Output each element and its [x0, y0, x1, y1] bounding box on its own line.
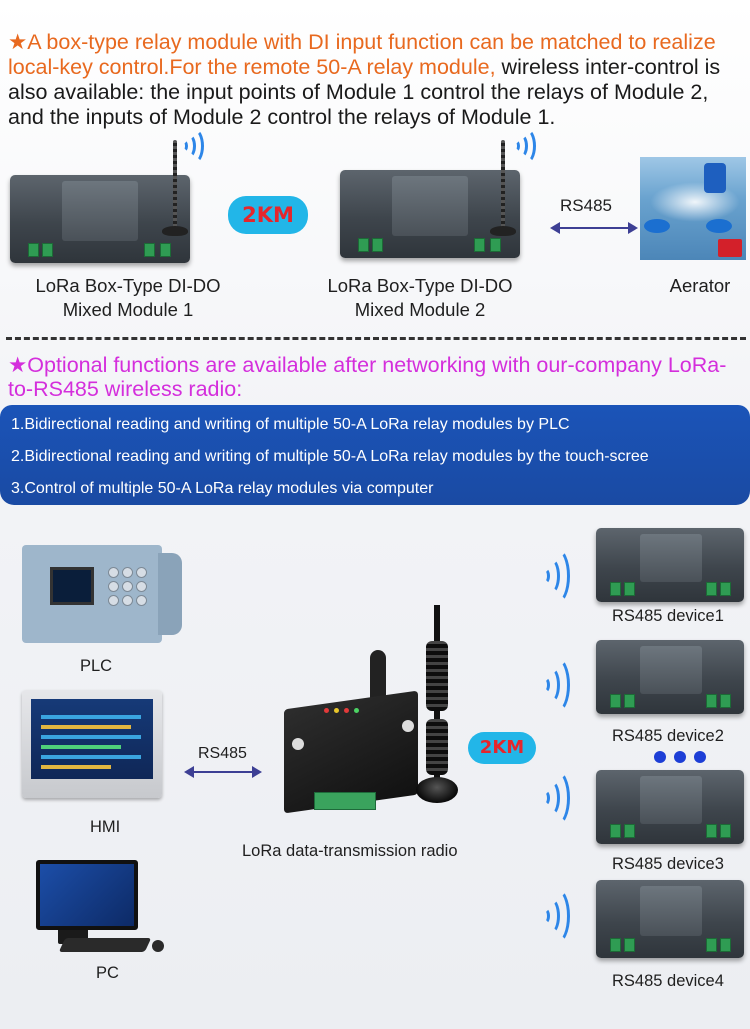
- terminal-block: [144, 243, 155, 257]
- lora-radio-image: [284, 680, 444, 830]
- module-lid: [62, 181, 138, 241]
- wireless-signal-icon: [540, 548, 570, 604]
- wireless-signal-icon: [540, 657, 570, 713]
- aerator-caption: Aerator: [669, 275, 731, 296]
- hmi-image: [22, 690, 162, 798]
- intro-black-text: wireless inter-control is also available…: [8, 55, 721, 129]
- antenna-icon: [416, 605, 460, 827]
- device-4-label: RS485 device4: [612, 972, 724, 990]
- rs485-label-bottom: RS485: [198, 745, 247, 762]
- relay-module-1-image: [10, 175, 190, 263]
- rs485-label-top: RS485: [560, 196, 612, 215]
- plc-label: PLC: [80, 657, 113, 675]
- bidirectional-arrow-icon: [550, 222, 638, 234]
- wireless-signal-icon: [180, 128, 210, 164]
- plc-image: [22, 545, 182, 643]
- rs485-device-2-image: [596, 640, 744, 714]
- wireless-signal-icon: [540, 888, 570, 944]
- device-2-label: RS485 device2: [612, 727, 724, 745]
- radio-label: LoRa data-transmission radio: [242, 842, 458, 860]
- device-3-label: RS485 device3: [612, 855, 724, 873]
- pc-label: PC: [96, 964, 119, 982]
- function-item-2: 2.Bidirectional reading and writing of m…: [11, 448, 649, 465]
- bidirectional-arrow-icon: [184, 766, 262, 778]
- wireless-signal-icon: [540, 770, 570, 826]
- module-1-caption: LoRa Box-Type DI-DO Mixed Module 1: [35, 275, 221, 320]
- intro-orange-text: ★A box-type relay module with DI input f…: [8, 30, 716, 79]
- device-1-label: RS485 device1: [612, 607, 724, 625]
- rs485-device-3-image: [596, 770, 744, 844]
- ellipsis-dot: [694, 751, 706, 763]
- function-item-3: 3.Control of multiple 50-A LoRa relay mo…: [11, 480, 434, 497]
- antenna-icon: [162, 140, 188, 250]
- rs485-device-4-image: [596, 880, 744, 958]
- pc-image: [36, 860, 164, 956]
- terminal-block: [28, 243, 39, 257]
- section-divider: [6, 337, 746, 340]
- module-2-caption: LoRa Box-Type DI-DO Mixed Module 2: [327, 275, 513, 320]
- terminal-block: [160, 243, 171, 257]
- distance-badge-top: 2KM: [228, 196, 308, 234]
- wireless-signal-icon: [512, 128, 542, 164]
- intro-paragraph: ★A box-type relay module with DI input f…: [8, 30, 746, 130]
- aerator-image: [640, 157, 746, 260]
- distance-badge-bottom: 2KM: [468, 732, 536, 764]
- function-item-1: 1.Bidirectional reading and writing of m…: [11, 416, 570, 433]
- rs485-device-1-image: [596, 528, 744, 602]
- ellipsis-dot: [674, 751, 686, 763]
- hmi-label: HMI: [90, 818, 121, 836]
- function-list-bar: 1.Bidirectional reading and writing of m…: [0, 405, 750, 505]
- relay-module-2-image: [340, 170, 520, 258]
- terminal-block: [42, 243, 53, 257]
- radio-cable: [370, 650, 386, 706]
- ellipsis-dot: [654, 751, 666, 763]
- antenna-icon: [490, 140, 516, 250]
- optional-heading: ★Optional functions are available after …: [8, 353, 727, 401]
